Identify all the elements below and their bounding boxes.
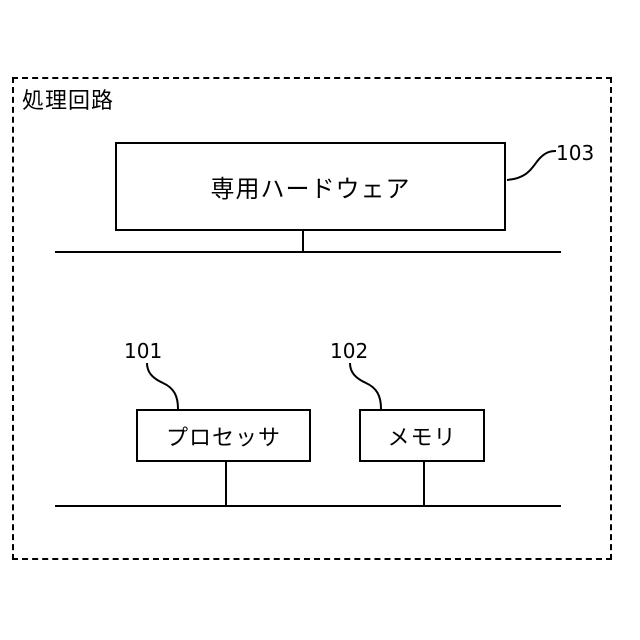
ref-number-memory: 102	[330, 340, 368, 362]
upper-bus-line	[55, 251, 561, 253]
ref-number-hardware: 103	[556, 142, 594, 164]
processor-label: プロセッサ	[166, 420, 281, 452]
memory-box: メモリ	[359, 409, 485, 462]
hardware-bus-connector	[302, 231, 304, 252]
ref-number-processor: 101	[124, 340, 162, 362]
processor-box: プロセッサ	[136, 409, 311, 462]
lower-bus-line	[55, 505, 561, 507]
memory-bus-connector	[423, 462, 425, 506]
processor-bus-connector	[225, 462, 227, 506]
memory-label: メモリ	[387, 420, 456, 452]
dedicated-hardware-box: 専用ハードウェア	[115, 142, 506, 231]
frame-title: 処理回路	[22, 88, 114, 116]
dedicated-hardware-label: 専用ハードウェア	[211, 169, 411, 204]
